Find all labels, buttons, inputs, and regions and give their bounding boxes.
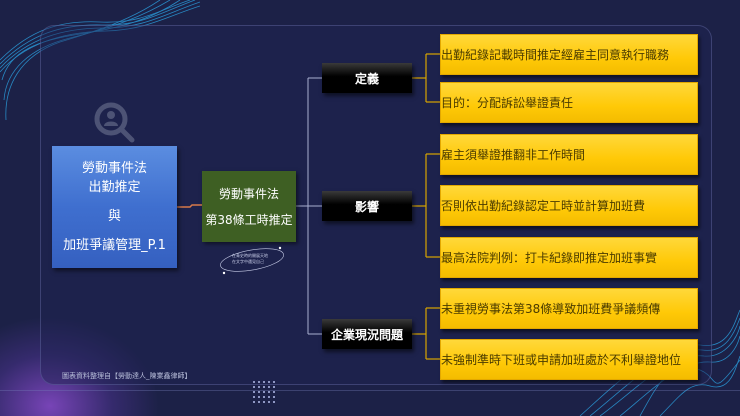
background-glow xyxy=(0,316,160,416)
center-node[interactable]: 勞動事件法 第38條工時推定 xyxy=(202,171,296,242)
leaf-definition-1[interactable]: 出勤紀錄記載時間推定經雇主同意執行職務 xyxy=(440,34,698,75)
root-title-line2: 出勤推定 xyxy=(88,180,141,195)
root-title-line1: 勞動事件法 xyxy=(81,161,147,176)
leaf-impact-2[interactable]: 否則依出勤紀錄認定工時並計算加班費 xyxy=(440,185,698,226)
search-person-icon xyxy=(94,102,135,143)
center-title-line1: 勞動事件法 xyxy=(218,186,279,201)
leaf-impact-1[interactable]: 雇主須舉證推翻非工作時間 xyxy=(440,134,698,175)
leaf-issues-2[interactable]: 未強制準時下班或申請加班處於不利舉證地位 xyxy=(440,339,698,380)
leaf-definition-2[interactable]: 目的：分配訴訟舉證責任 xyxy=(440,82,698,123)
category-current-issues[interactable]: 企業現況問題 xyxy=(322,319,412,349)
root-title-line3: 與 xyxy=(107,209,121,224)
badge-text: 在青史時的開展天地 在文字中遇見自己 xyxy=(232,253,268,264)
badge-orbit-icon xyxy=(220,246,284,275)
divider-line xyxy=(0,390,740,391)
center-title-line2: 第38條工時推定 xyxy=(205,212,293,227)
root-title-line4: 加班爭議管理_P.1 xyxy=(63,238,166,253)
category-impact[interactable]: 影響 xyxy=(322,191,412,221)
category-definition[interactable]: 定義 xyxy=(322,63,412,93)
root-node[interactable]: 勞動事件法 出勤推定 與 加班爭議管理_P.1 xyxy=(52,146,177,268)
leaf-issues-1[interactable]: 未重視勞事法第38條導致加班費爭議頻傳 xyxy=(440,288,698,329)
source-credit: 圖表資料整理自【勞動達人_陳業鑫律師】 xyxy=(62,372,192,380)
dot-grid-icon xyxy=(253,381,275,403)
leaf-impact-3[interactable]: 最高法院判例：打卡紀錄即推定加班事實 xyxy=(440,237,698,278)
